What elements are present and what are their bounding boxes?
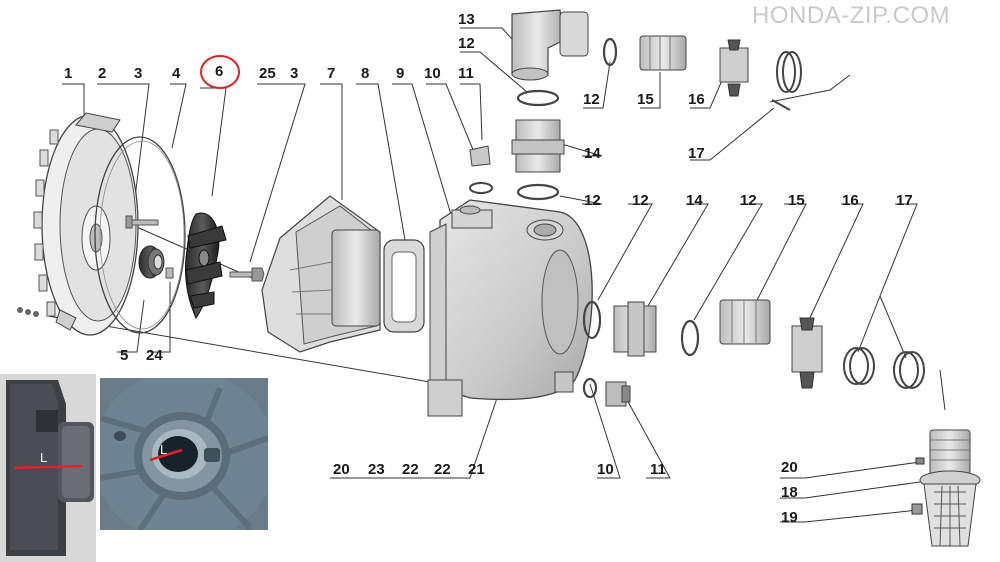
label-part-4: 4 xyxy=(172,65,181,82)
part-10-11-top-plug xyxy=(469,145,493,194)
watermark: HONDA-ZIP.COM xyxy=(752,2,951,29)
part-16-hose-nut xyxy=(719,39,823,389)
highlight-circle-part-6 xyxy=(200,55,240,89)
label-part-13: 13 xyxy=(458,11,475,28)
label-part-21: 21 xyxy=(468,461,485,478)
part-7-volute xyxy=(261,195,381,353)
photo-cover-side-view: L xyxy=(0,374,96,562)
part-13-elbow xyxy=(511,9,589,81)
label-part-25: 25 xyxy=(259,65,276,82)
label-part-6: 6 xyxy=(215,63,224,80)
label-part-12: 12 xyxy=(632,192,649,209)
label-part-3: 3 xyxy=(134,65,143,82)
label-part-14: 14 xyxy=(686,192,703,209)
label-part-2: 2 xyxy=(98,65,107,82)
label-part-10: 10 xyxy=(424,65,441,82)
part-1-cover-plate xyxy=(17,112,139,336)
part-11-lower-plug xyxy=(605,381,631,407)
part-2-bolt xyxy=(125,215,159,229)
label-part-11: 11 xyxy=(650,461,666,478)
photo-seal-bore: L xyxy=(100,378,268,530)
label-part-14: 14 xyxy=(584,145,601,162)
label-part-11: 11 xyxy=(458,65,474,82)
label-part-24: 24 xyxy=(146,347,163,364)
label-part-9: 9 xyxy=(396,65,405,82)
part-8-gasket xyxy=(383,239,425,333)
part-12-rings xyxy=(516,37,700,399)
label-part-12: 12 xyxy=(458,35,475,52)
part-14-adapters xyxy=(511,119,657,357)
label-part-7: 7 xyxy=(327,65,336,82)
label-part-20: 20 xyxy=(781,459,798,476)
label-part-5: 5 xyxy=(120,347,129,364)
label-part-16: 16 xyxy=(842,192,859,209)
part-4-seal xyxy=(138,245,165,279)
part-3-gasket-ring xyxy=(94,136,186,334)
strainer-assembly xyxy=(911,429,981,547)
label-part-23: 23 xyxy=(368,461,385,478)
part-25-bolt xyxy=(229,267,265,282)
label-part-17: 17 xyxy=(688,145,705,162)
part-24-key xyxy=(165,267,174,279)
measure-label-cover: L xyxy=(40,450,47,465)
label-part-22: 22 xyxy=(402,461,419,478)
label-part-15: 15 xyxy=(788,192,805,209)
label-part-19: 19 xyxy=(781,509,798,526)
label-part-18: 18 xyxy=(781,484,798,501)
label-part-12: 12 xyxy=(584,192,601,209)
label-part-16: 16 xyxy=(688,91,705,108)
label-part-20: 20 xyxy=(333,461,350,478)
label-part-3b: 3 xyxy=(290,65,299,82)
part-17-clamps xyxy=(771,51,925,389)
part-9-pump-casing xyxy=(427,199,593,417)
measure-label-bore: L xyxy=(160,442,167,457)
label-part-1: 1 xyxy=(64,65,73,82)
leader-lines xyxy=(47,27,946,523)
part-6-impeller xyxy=(185,212,227,320)
label-part-15: 15 xyxy=(637,91,654,108)
part-15-hose-nipple xyxy=(639,35,771,345)
label-part-12: 12 xyxy=(740,192,757,209)
label-part-10: 10 xyxy=(597,461,614,478)
label-part-22: 22 xyxy=(434,461,451,478)
label-part-17: 17 xyxy=(896,192,913,209)
label-part-8: 8 xyxy=(361,65,370,82)
label-part-12: 12 xyxy=(583,91,600,108)
